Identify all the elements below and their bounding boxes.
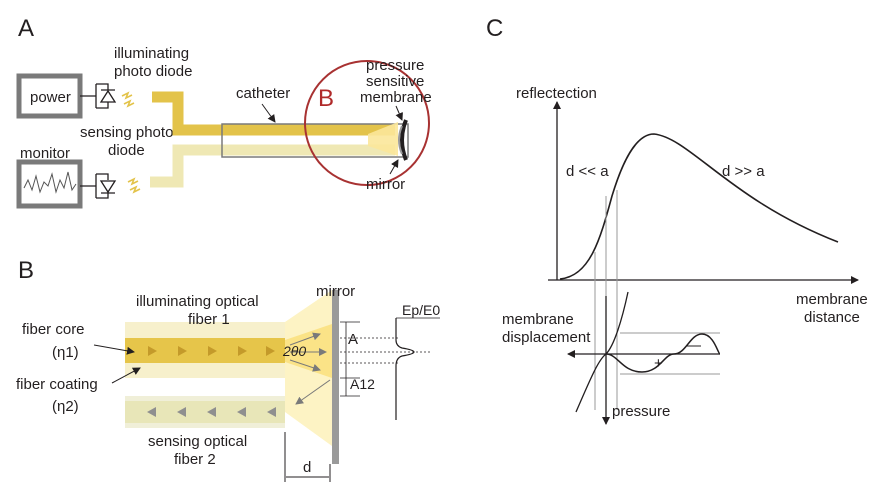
fiber-coating-pointer <box>111 367 141 384</box>
sensing-diode-wiring <box>80 173 109 199</box>
d-small-label: d << a <box>566 163 609 180</box>
sensing-diode-symbol <box>99 180 117 194</box>
mirror-label: mirror <box>366 176 405 193</box>
mirror-label-b: mirror <box>316 283 355 300</box>
illuminating-diode-symbol <box>99 89 117 103</box>
detail-b-label: B <box>318 85 334 112</box>
d-large-label: d >> a <box>722 163 765 180</box>
sine-minus-label: — <box>686 337 701 354</box>
panel-b-label: B <box>18 257 34 284</box>
panel-b: B m <box>16 257 440 482</box>
fiber2-core <box>125 401 285 423</box>
eta2-label: (η2) <box>52 398 79 415</box>
distance-label-line2: distance <box>804 309 860 326</box>
monitor-signal-trace <box>23 171 77 194</box>
sensing-label-line1: sensing photo <box>80 124 173 141</box>
illuminating-fiber <box>152 91 395 136</box>
displacement-label-line2: displacement <box>502 329 591 346</box>
sine-plus-label: + <box>654 355 663 372</box>
mirror-bar <box>332 290 339 464</box>
d-dimension <box>284 432 331 482</box>
reflection-curve <box>559 133 839 280</box>
signal-guides <box>620 332 720 375</box>
sensing-fiber <box>150 144 395 188</box>
dim-a-label: A <box>348 331 358 348</box>
displacement-label-line1: membrane <box>502 311 574 328</box>
dimension-lines <box>340 321 430 397</box>
two-theta-label: 2θ0 <box>282 343 306 359</box>
membrane-pointer <box>395 105 403 121</box>
sensing-fiber-label-line2: fiber 2 <box>174 451 216 468</box>
pressure-membrane <box>400 119 408 161</box>
panel-c: C reflectection membrane distance d << a… <box>486 15 868 425</box>
pressure-label-line3: membrane <box>360 89 432 106</box>
illuminating-light-emission <box>121 91 135 108</box>
pressure-label-line2: sensitive <box>366 73 424 90</box>
fiber-coating-label: fiber coating <box>16 376 98 393</box>
sensing-light-reception <box>127 177 141 194</box>
eta1-label: (η1) <box>52 344 79 361</box>
panel-a: A power monitor illuminating photo diode… <box>16 15 432 209</box>
reflected-rays <box>289 332 331 405</box>
panel-c-label: C <box>486 15 503 42</box>
illuminating-label-line1: illuminating <box>114 45 189 62</box>
catheter-label: catheter <box>236 85 290 102</box>
fiber-core-pointer <box>93 344 135 355</box>
d-label: d <box>303 459 311 476</box>
sensing-fiber-label-line1: sensing optical <box>148 433 247 450</box>
illuminating-label-line2: photo diode <box>114 63 192 80</box>
transfer-curve <box>575 291 629 413</box>
pressure-sine-signal <box>605 333 721 373</box>
reflection-axis-label: reflectection <box>516 85 597 102</box>
monitor-label: monitor <box>20 145 70 162</box>
pressure-label-line1: pressure <box>366 57 424 74</box>
dim-a12-label: A12 <box>350 376 375 392</box>
detail-b-circle <box>304 60 430 186</box>
distance-label-line1: membrane <box>796 291 868 308</box>
fiber-core-label: fiber core <box>22 321 85 338</box>
power-box <box>16 73 83 119</box>
pressure-axis-label: pressure <box>612 403 670 420</box>
ep-e0-label: Ep/E0 <box>402 302 440 318</box>
fiber1-direction-arrows <box>148 346 275 356</box>
fiber2-direction-arrows <box>147 407 276 417</box>
illum-fiber-label-line1: illuminating optical <box>136 293 259 310</box>
power-label: power <box>30 89 71 106</box>
illum-fiber-label-line2: fiber 1 <box>188 311 230 328</box>
mirror-pointer <box>389 159 399 175</box>
sensing-label-line2: diode <box>108 142 145 159</box>
illuminating-diode-wiring <box>80 83 109 109</box>
catheter-pointer <box>261 103 276 123</box>
panel-a-label: A <box>18 15 34 42</box>
intensity-profile <box>395 318 415 420</box>
light-cone <box>368 122 398 156</box>
mirror-surface <box>398 125 403 155</box>
